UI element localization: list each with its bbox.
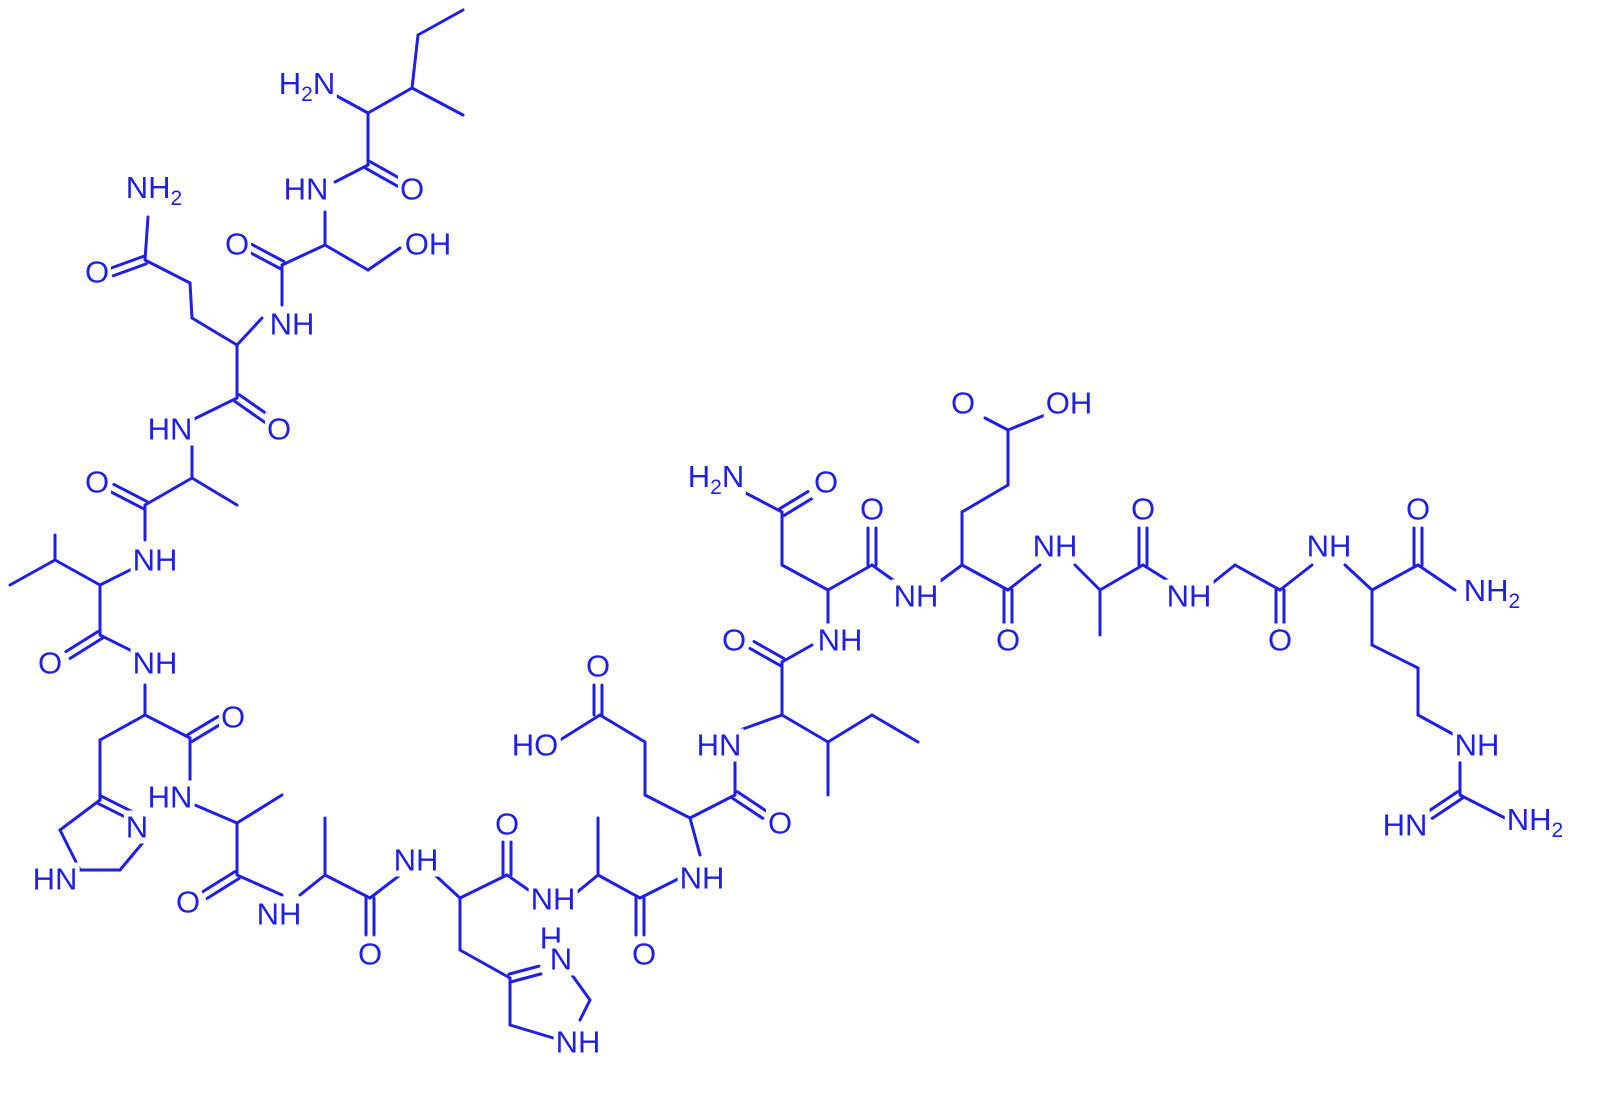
atom-hn-guan: HN <box>1380 807 1430 843</box>
atom-nh-glu2: NH <box>891 578 941 614</box>
atom-o-ala3: O <box>355 936 385 972</box>
atom-o-val: O <box>35 645 65 681</box>
atom-oh-glu2: OH <box>1043 385 1095 421</box>
atom-o-asn-side: O <box>811 464 841 500</box>
atom-o-ala2: O <box>173 884 203 920</box>
atom-o-ala1: O <box>82 464 112 500</box>
atom-nh2-guan: NH2 <box>1504 803 1566 847</box>
atom-o-ile1: O <box>397 171 427 207</box>
atom-o-asn: O <box>857 491 887 527</box>
atom-n-im2: N <box>547 941 575 977</box>
atom-nh-his2: NH <box>391 842 441 878</box>
atom-nh-ala3: NH <box>254 896 304 932</box>
atom-nh-guan: NH <box>1452 727 1502 763</box>
atom-o-ser: O <box>222 226 252 262</box>
atom-nh-gln: NH <box>267 306 317 342</box>
atom-hn-im1: HN <box>30 861 80 897</box>
atom-hn-ala1: HN <box>145 411 195 447</box>
atom-o-gly: O <box>1265 622 1295 658</box>
atom-hn-ser: HN <box>281 171 331 207</box>
atom-nh-asn: NH <box>815 622 865 658</box>
atom-nh-ala5: NH <box>1030 528 1080 564</box>
atom-o-ala5: O <box>1128 491 1158 527</box>
atom-o-glu2: O <box>993 622 1023 658</box>
atom-nh-glu1: NH <box>677 860 727 896</box>
atom-n-im1: N <box>123 809 151 845</box>
atom-o-arg: O <box>1403 491 1433 527</box>
atom-nh-gly: NH <box>1164 578 1214 614</box>
atom-o-gln: O <box>264 411 294 447</box>
atom-nh2-arg: NH2 <box>1461 574 1523 618</box>
atom-hn-ile2: HN <box>694 727 744 763</box>
atom-nh2-gln: NH2 <box>123 171 185 215</box>
atom-hn-ala2: HN <box>145 779 195 815</box>
atom-nh-arg: NH <box>1304 528 1354 564</box>
atom-o-ile2: O <box>719 622 749 658</box>
atom-o-ala4: O <box>629 936 659 972</box>
atom-o-his2: O <box>492 806 522 842</box>
atom-nh-im2: NH <box>553 1024 603 1060</box>
atom-h2n-asn: H2N <box>685 460 747 504</box>
atom-o-glu1-side: O <box>583 648 613 684</box>
atom-ho-glu1: HO <box>509 727 561 763</box>
atom-o-glu2-side: O <box>948 385 978 421</box>
atom-nh-val: NH <box>130 542 180 578</box>
atom-nh-ala4: NH <box>528 881 578 917</box>
atom-h2n-top: H2N <box>276 67 338 111</box>
atom-nh-his1: NH <box>130 645 180 681</box>
atom-o-glu1: O <box>765 805 795 841</box>
atom-o-his1: O <box>218 699 248 735</box>
atom-oh-ser: OH <box>402 226 454 262</box>
atom-o-gln-side: O <box>82 254 112 290</box>
